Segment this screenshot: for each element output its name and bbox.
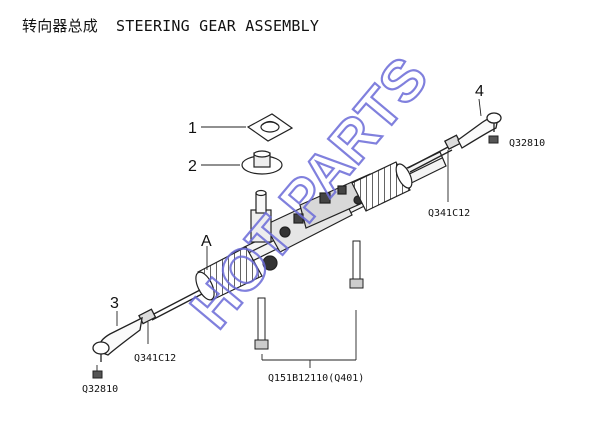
mounting-bolt-right xyxy=(349,240,364,289)
callout-a: A xyxy=(201,233,212,250)
code-nut-right: Q341C12 xyxy=(428,208,470,219)
callout-4: 4 xyxy=(475,83,484,100)
mounting-bolt-left xyxy=(254,297,269,350)
title-cn: 转向器总成 xyxy=(22,17,99,35)
part-2-grommet xyxy=(241,150,283,175)
callout-1: 1 xyxy=(188,120,197,137)
leader-lines xyxy=(96,98,482,371)
right-bellows-boot xyxy=(351,161,413,212)
castle-nut-left xyxy=(92,370,103,379)
code-castle-nut-left: Q32810 xyxy=(82,384,118,395)
part-1-plate xyxy=(246,113,294,142)
left-tie-rod xyxy=(92,289,203,362)
callout-2: 2 xyxy=(188,158,197,175)
pinion-tower xyxy=(250,189,278,271)
left-bellows-boot xyxy=(195,246,263,301)
page-title: 转向器总成 STEERING GEAR ASSEMBLY xyxy=(22,15,319,36)
code-bolt: Q151B12110(Q401) xyxy=(268,373,364,384)
title-en: STEERING GEAR ASSEMBLY xyxy=(116,17,320,35)
castle-nut-right xyxy=(488,135,499,144)
callout-3: 3 xyxy=(110,295,119,312)
right-tie-rod xyxy=(407,112,502,173)
code-castle-nut-right: Q32810 xyxy=(509,138,545,149)
code-nut-left: Q341C12 xyxy=(134,353,176,364)
